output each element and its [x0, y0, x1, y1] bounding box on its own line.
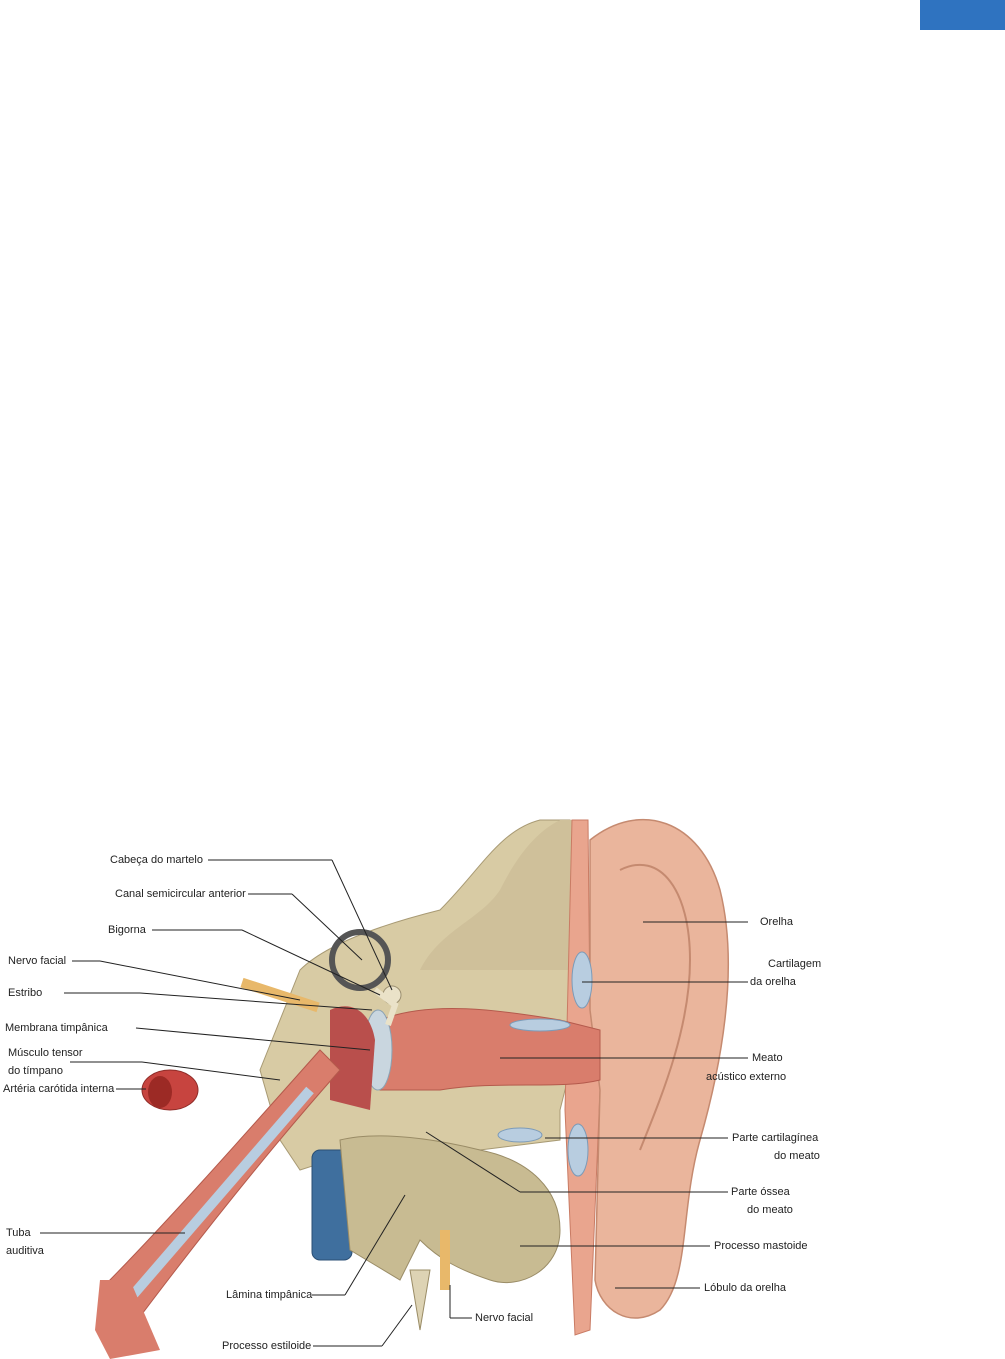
- label-meato-1: Meato: [752, 1049, 783, 1067]
- label-parte-cartilaginea-2: do meato: [774, 1147, 820, 1165]
- label-arteria-carotida: Artéria carótida interna: [3, 1080, 114, 1098]
- label-parte-ossea-1: Parte óssea: [731, 1183, 790, 1201]
- label-cabeca-martelo: Cabeça do martelo: [110, 851, 203, 869]
- label-parte-cartilaginea-1: Parte cartilagínea: [732, 1129, 818, 1147]
- label-lamina-timpanica: Lâmina timpânica: [226, 1286, 312, 1304]
- styloid-process: [410, 1270, 430, 1330]
- label-parte-ossea-2: do meato: [747, 1201, 793, 1219]
- label-nervo-facial-top: Nervo facial: [8, 952, 66, 970]
- corner-tab: [920, 0, 1005, 30]
- label-processo-mastoide: Processo mastoide: [714, 1237, 808, 1255]
- label-bigorna: Bigorna: [108, 921, 146, 939]
- middle-ear: [330, 1006, 375, 1110]
- label-estribo: Estribo: [8, 984, 42, 1002]
- tube-cartilage: [120, 1090, 310, 1310]
- label-musculo-tensor-1: Músculo tensor: [8, 1044, 83, 1062]
- facial-nerve-bottom: [440, 1230, 450, 1290]
- cartilage-1: [572, 952, 592, 1008]
- ear-anatomy-figure: Cabeça do martelo Canal semicircular ant…: [0, 810, 1005, 1359]
- label-meato-2: acústico externo: [706, 1068, 786, 1086]
- cartilage-2: [510, 1019, 570, 1031]
- label-canal-semicircular: Canal semicircular anterior: [115, 885, 246, 903]
- label-musculo-tensor-2: do tímpano: [8, 1062, 63, 1080]
- upper-skull: [420, 820, 580, 970]
- label-membrana-timpanica: Membrana timpânica: [5, 1019, 108, 1037]
- label-lobulo: Lóbulo da orelha: [704, 1279, 786, 1297]
- cartilage-4: [568, 1124, 588, 1176]
- carotid-artery-lumen: [148, 1076, 172, 1108]
- label-orelha: Orelha: [760, 913, 793, 931]
- label-tuba-1: Tuba: [6, 1224, 31, 1242]
- label-nervo-facial-bottom: Nervo facial: [475, 1309, 533, 1327]
- label-tuba-2: auditiva: [6, 1242, 44, 1260]
- label-cartilagem-1: Cartilagem: [768, 955, 821, 973]
- label-processo-estiloide: Processo estiloide: [222, 1337, 311, 1355]
- cartilage-3: [498, 1128, 542, 1142]
- label-cartilagem-2: da orelha: [750, 973, 796, 991]
